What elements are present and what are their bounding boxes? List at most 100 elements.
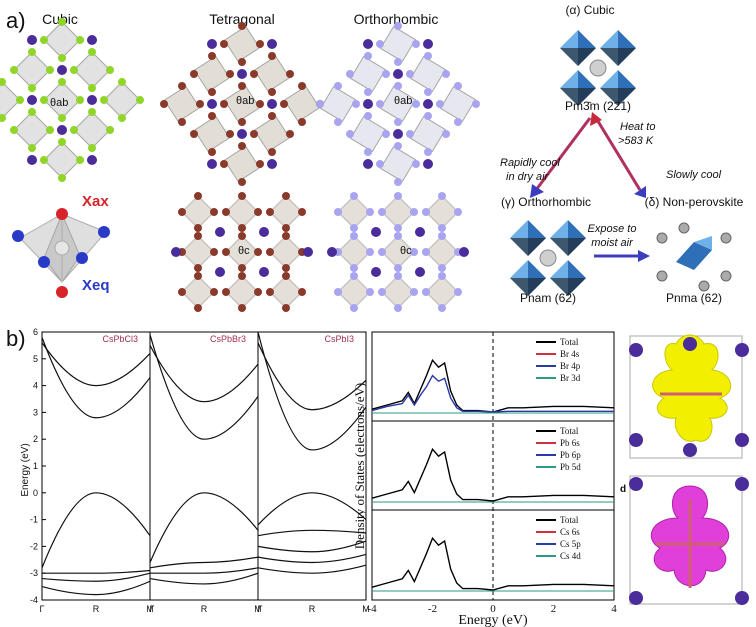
band-line	[42, 569, 151, 574]
cubic-space-group: Pm3̄m (221)	[565, 99, 631, 113]
halide-atom	[350, 232, 358, 240]
cesium-atom	[423, 39, 433, 49]
halide-atom	[394, 272, 402, 280]
halide-atom	[378, 208, 386, 216]
dos-x-tick: 0	[490, 603, 496, 615]
cesium-atom	[698, 280, 710, 292]
octahedron	[379, 145, 417, 183]
halide-atom	[208, 148, 216, 156]
cesium-atom	[237, 69, 247, 79]
octahedron	[409, 115, 447, 153]
orthorhombic-phase-title: (γ) Orthorhombic	[501, 195, 591, 209]
halide-atom	[194, 232, 202, 240]
cesium-atom	[393, 69, 403, 79]
halide-atom	[238, 82, 246, 90]
halide-atom	[222, 208, 230, 216]
halide-atom	[194, 272, 202, 280]
dos-curve	[371, 447, 615, 502]
band-line	[257, 529, 367, 537]
band-title-cspbcl3: CsPbCl3	[102, 334, 138, 344]
band-y-tick: 4	[33, 381, 38, 391]
halide-atom	[378, 248, 386, 256]
halide-atom	[394, 232, 402, 240]
halide-atom	[238, 224, 246, 232]
dos-curve	[371, 358, 615, 413]
halide-atom	[28, 144, 36, 152]
cesium-atom	[363, 39, 373, 49]
expose-label: Expose to	[588, 223, 637, 235]
halide-atom	[438, 224, 446, 232]
dos-x-tick: -2	[428, 603, 437, 615]
halide-atom	[454, 208, 462, 216]
halide-atom	[366, 208, 374, 216]
dos-legend-label: Total	[560, 337, 579, 347]
halide-atom	[364, 112, 372, 120]
octahedron-face	[560, 48, 596, 66]
halide-atom	[454, 288, 462, 296]
halide-atom	[394, 264, 402, 272]
halide-atom	[28, 84, 36, 92]
halide-atom	[410, 208, 418, 216]
octahedron	[181, 235, 215, 269]
halide-atom	[298, 82, 306, 90]
octahedron	[181, 275, 215, 309]
octahedron	[425, 235, 459, 269]
orthorhombic-space-group: Pnam (62)	[520, 291, 576, 305]
octahedron	[225, 275, 259, 309]
halide-atom	[178, 208, 186, 216]
halide-atom	[178, 118, 186, 126]
halide-atom	[256, 100, 264, 108]
cesium-atom	[27, 35, 37, 45]
halide-atom	[334, 208, 342, 216]
halide-atom	[268, 112, 276, 120]
band-line	[149, 345, 259, 403]
halide-atom	[190, 70, 198, 78]
halide-atom	[346, 70, 354, 78]
octahedron	[337, 195, 371, 229]
halide-atom	[194, 264, 202, 272]
halide-atom	[350, 192, 358, 200]
halide-atom	[334, 82, 342, 90]
band-line	[257, 342, 367, 411]
band-line	[257, 553, 367, 564]
dry-air-label: in dry air	[506, 171, 550, 183]
halide-atom	[196, 100, 204, 108]
halide-atom	[194, 224, 202, 232]
dos-legend-label: Br 3d	[560, 373, 581, 383]
halide-atom	[472, 100, 480, 108]
halide-atom	[412, 100, 420, 108]
dos-legend-label: Pb 5d	[560, 462, 581, 472]
cesium-atom	[393, 129, 403, 139]
cesium-atom	[720, 270, 732, 282]
halide-atom	[58, 174, 66, 182]
dos-legend-label: Total	[560, 426, 579, 436]
dos-curve	[371, 536, 615, 591]
cesium-atom	[215, 227, 225, 237]
dos-y-axis-label: Density of States (electrons/eV)	[352, 383, 367, 549]
halide-atom	[238, 58, 246, 66]
halide-atom	[394, 22, 402, 30]
band-line	[41, 580, 151, 596]
orthorhombic-c-axis-structure	[327, 192, 469, 312]
cubic-phase-structure	[560, 30, 636, 106]
cesium-atom	[327, 247, 337, 257]
halide-atom	[76, 36, 84, 44]
halide-atom	[28, 108, 36, 116]
band-y-tick: 5	[33, 354, 38, 364]
orbital-isosurface-bottom	[629, 475, 749, 605]
octahedron	[379, 85, 417, 123]
halide-atom	[364, 52, 372, 60]
cesium-atom	[423, 159, 433, 169]
halide-atom	[316, 100, 324, 108]
halide-atom	[46, 126, 54, 134]
octahedron	[349, 55, 387, 93]
halide-atom	[394, 118, 402, 126]
halide-atom	[394, 192, 402, 200]
halide-atom	[298, 118, 306, 126]
octahedron	[319, 85, 357, 123]
octahedron	[381, 275, 415, 309]
dos-plot	[371, 331, 615, 601]
angle-theta-c-tetragonal-label: θc	[238, 245, 250, 257]
